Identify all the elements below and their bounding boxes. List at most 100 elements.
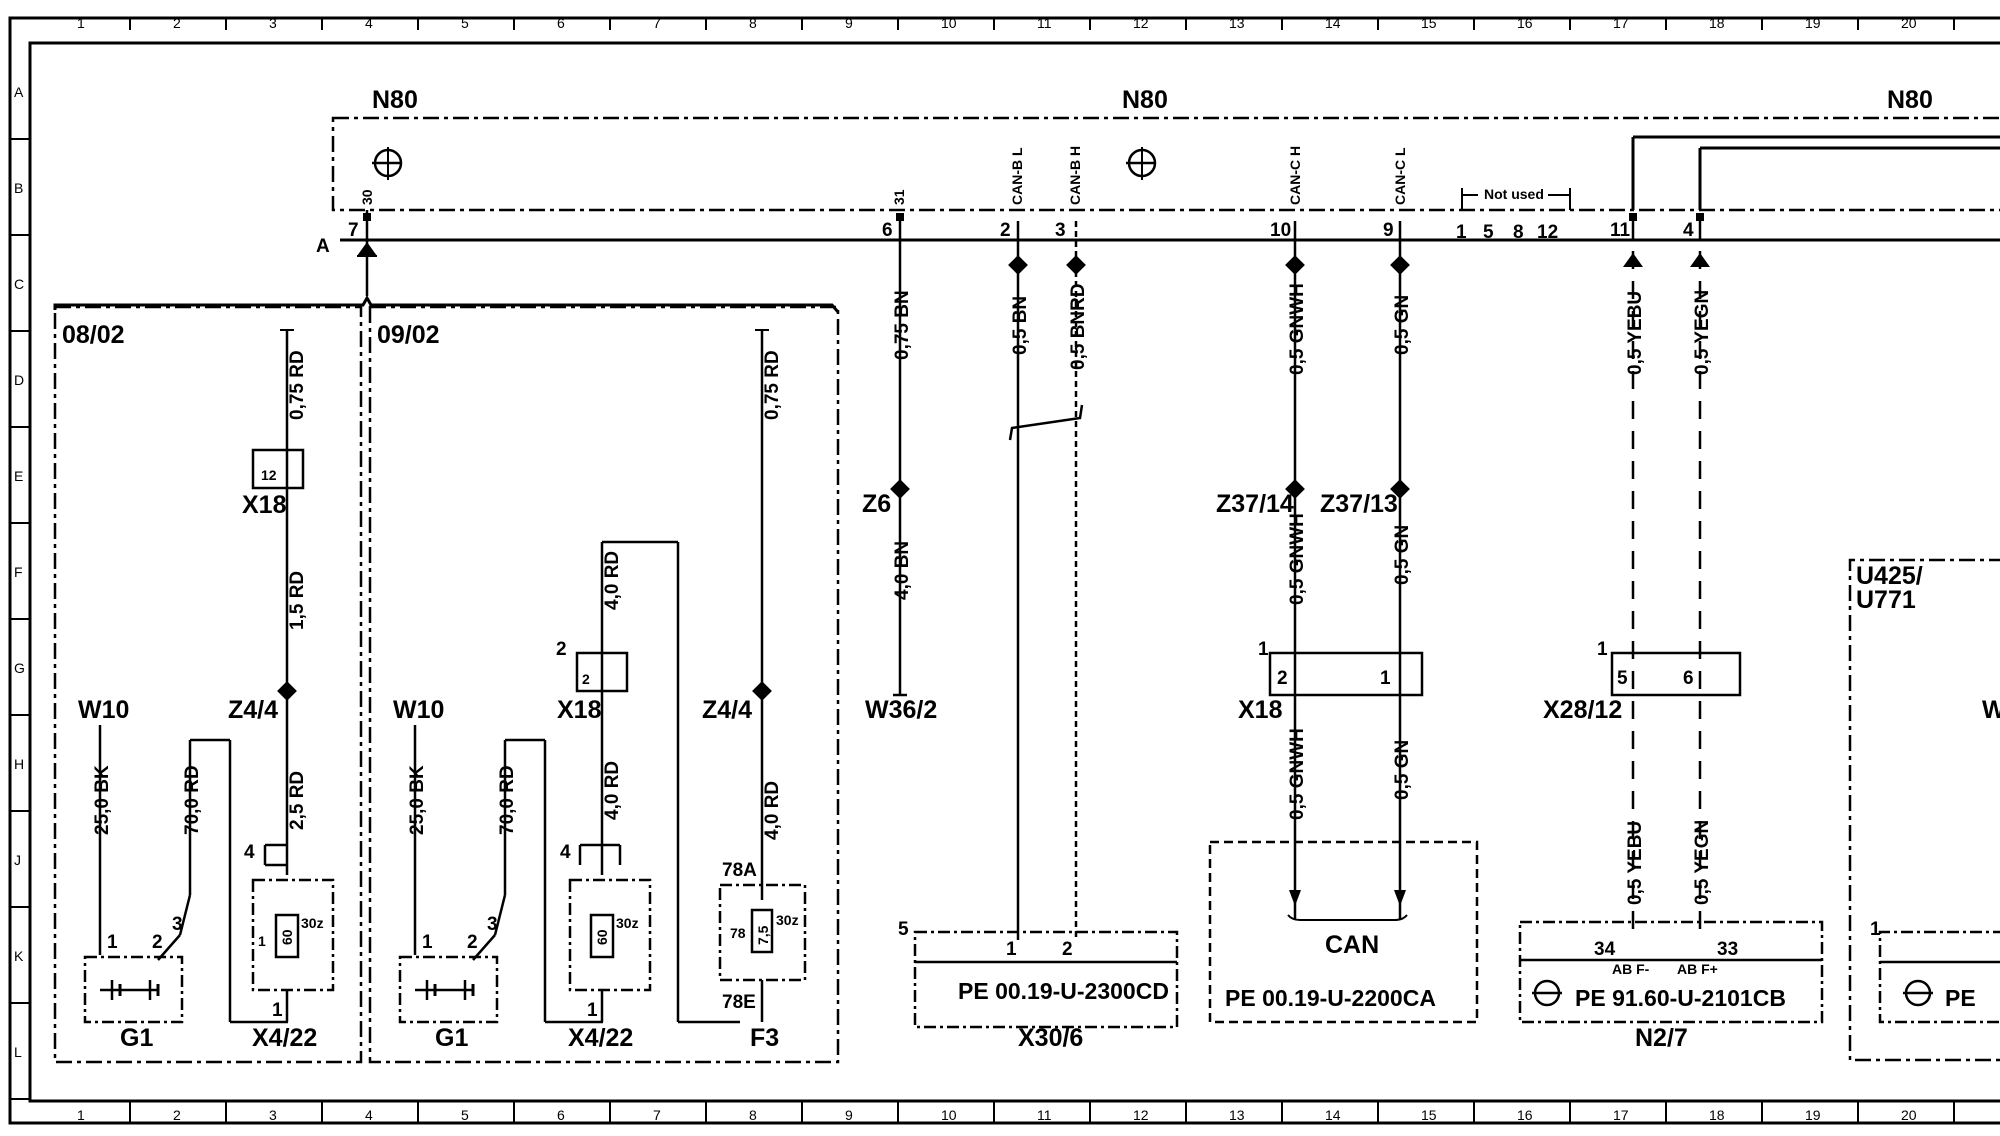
grid-column-label: 12 <box>1133 15 1149 31</box>
terminal-number: 78 <box>730 925 746 941</box>
wire-label: 25,0 BK <box>407 765 428 835</box>
wire-label: 4,0 RD <box>762 781 783 840</box>
n80-module-box <box>331 116 2000 212</box>
terminal-number: 1 <box>1597 639 1608 660</box>
grid-column-label: 5 <box>461 1107 469 1123</box>
pin-number: 2 <box>1000 220 1011 241</box>
group-ref-left: 08/02 <box>62 321 125 349</box>
group-box-09-02 <box>368 305 840 1064</box>
terminal-number: 1 <box>1870 919 1881 940</box>
grid-row-label: G <box>14 660 25 676</box>
grid-column-label: 7 <box>653 15 661 31</box>
component-x4-22: X4/22 <box>568 1024 633 1052</box>
wire-label: 0,5 GN <box>1392 295 1413 355</box>
component-x18: X18 <box>557 696 602 724</box>
grid-column-label: 19 <box>1805 15 1821 31</box>
grid-column-label: 6 <box>557 15 565 31</box>
reference-link[interactable]: PE <box>1945 985 1976 1011</box>
terminal-number: 1 <box>587 1000 598 1021</box>
terminal-number: 5 <box>1617 668 1628 689</box>
grid-row-label: D <box>14 372 24 388</box>
component-x28-12: X28/12 <box>1543 696 1622 724</box>
reference-link[interactable]: PE 91.60-U-2101CB <box>1575 985 1786 1011</box>
grid-column-label: 15 <box>1421 1107 1437 1123</box>
g1-battery-box <box>83 955 184 1024</box>
n2-7-module <box>1518 920 1824 1024</box>
grid-column-label: 3 <box>269 1107 277 1123</box>
x4-22-distributor <box>251 878 335 992</box>
grid-column-label: 18 <box>1709 15 1725 31</box>
terminal-number: 4 <box>244 842 255 863</box>
electronic-module-icon <box>1532 979 1562 1007</box>
grid-column-label: 1 <box>77 1107 85 1123</box>
grid-column-label: 9 <box>845 1107 853 1123</box>
grid-column-label: 16 <box>1517 1107 1533 1123</box>
terminal-number: 78A <box>722 860 757 881</box>
wire-label: 2,5 RD <box>287 771 308 830</box>
grid-column-label: 10 <box>941 15 957 31</box>
x18-connector <box>251 448 305 490</box>
x28-12-connector <box>1610 651 1742 697</box>
component-g1: G1 <box>120 1024 153 1052</box>
terminal-number: 1 <box>107 932 118 953</box>
grid-column-label: 2 <box>173 15 181 31</box>
wire-label: 25,0 BK <box>92 765 113 835</box>
group-ref-mid: 09/02 <box>377 321 440 349</box>
f3-fuse-box <box>718 883 807 982</box>
wire-label: 4,0 BN <box>892 541 913 600</box>
pin-number: 11 <box>1610 220 1631 241</box>
wire-label: 0,5 BN <box>1010 296 1031 355</box>
grid-column-label: 18 <box>1709 1107 1725 1123</box>
grid-column-label: 8 <box>749 15 757 31</box>
grid-column-label: 13 <box>1229 15 1245 31</box>
x18-connector <box>1268 651 1424 697</box>
component-g1: G1 <box>435 1024 468 1052</box>
terminal-number: 1 <box>1006 939 1017 960</box>
grid-column-label: 13 <box>1229 1107 1245 1123</box>
reference-link[interactable]: PE 00.19-U-2300CD <box>958 978 1169 1004</box>
grid-column-label: 11 <box>1037 15 1052 31</box>
unused-pin: 12 <box>1537 222 1558 243</box>
unused-pin: 1 <box>1456 222 1467 243</box>
grid-column-label: 4 <box>365 1107 373 1123</box>
pin-number: 7 <box>348 220 359 241</box>
wire-label: 0,5 GNWH <box>1287 728 1308 820</box>
terminal-number: 1 <box>1380 668 1391 689</box>
grid-row-label: J <box>14 852 21 868</box>
pin-number: 9 <box>1383 220 1394 241</box>
terminal-number: 2 <box>467 932 478 953</box>
can-bus-box <box>1208 840 1479 1024</box>
reference-link[interactable]: PE 00.19-U-2200CA <box>1225 985 1436 1011</box>
pin-signal: CAN-C L <box>1392 147 1408 205</box>
terminal-number: 4 <box>560 842 571 863</box>
terminal-number: 3 <box>172 914 183 935</box>
module-u771: U771 <box>1856 586 1916 614</box>
inner-frame <box>28 41 2000 1103</box>
terminal-number: 12 <box>261 467 277 483</box>
n80-label-left: N80 <box>372 86 418 114</box>
pin-signal: CAN-C H <box>1287 146 1303 205</box>
terminal-number: 2 <box>152 932 163 953</box>
grid-column-label: 4 <box>365 15 373 31</box>
wire-label: 0,75 BN <box>892 290 913 360</box>
terminal-number: 60 <box>279 929 295 945</box>
component-x18: X18 <box>242 491 287 519</box>
can-bus-label: CAN <box>1325 931 1379 959</box>
grid-column-label: 17 <box>1613 15 1629 31</box>
module-u425: U425/ <box>1856 562 1923 590</box>
pin-number: 4 <box>1683 220 1694 241</box>
grid-column-label: 7 <box>653 1107 661 1123</box>
grid-row-label: E <box>14 468 23 484</box>
grid-column-label: 8 <box>749 1107 757 1123</box>
grid-row-label: L <box>14 1044 22 1060</box>
pin-number: A <box>316 236 330 257</box>
pin-number: 6 <box>882 220 893 241</box>
terminal-number: 33 <box>1717 939 1738 960</box>
group-box-08-02 <box>53 305 363 1064</box>
grid-row-label: A <box>14 84 24 100</box>
terminal-number: 3 <box>487 914 498 935</box>
component-w36-2: W36/2 <box>865 696 937 724</box>
terminal-number: 78E <box>722 992 756 1013</box>
unused-pin: 5 <box>1483 222 1494 243</box>
